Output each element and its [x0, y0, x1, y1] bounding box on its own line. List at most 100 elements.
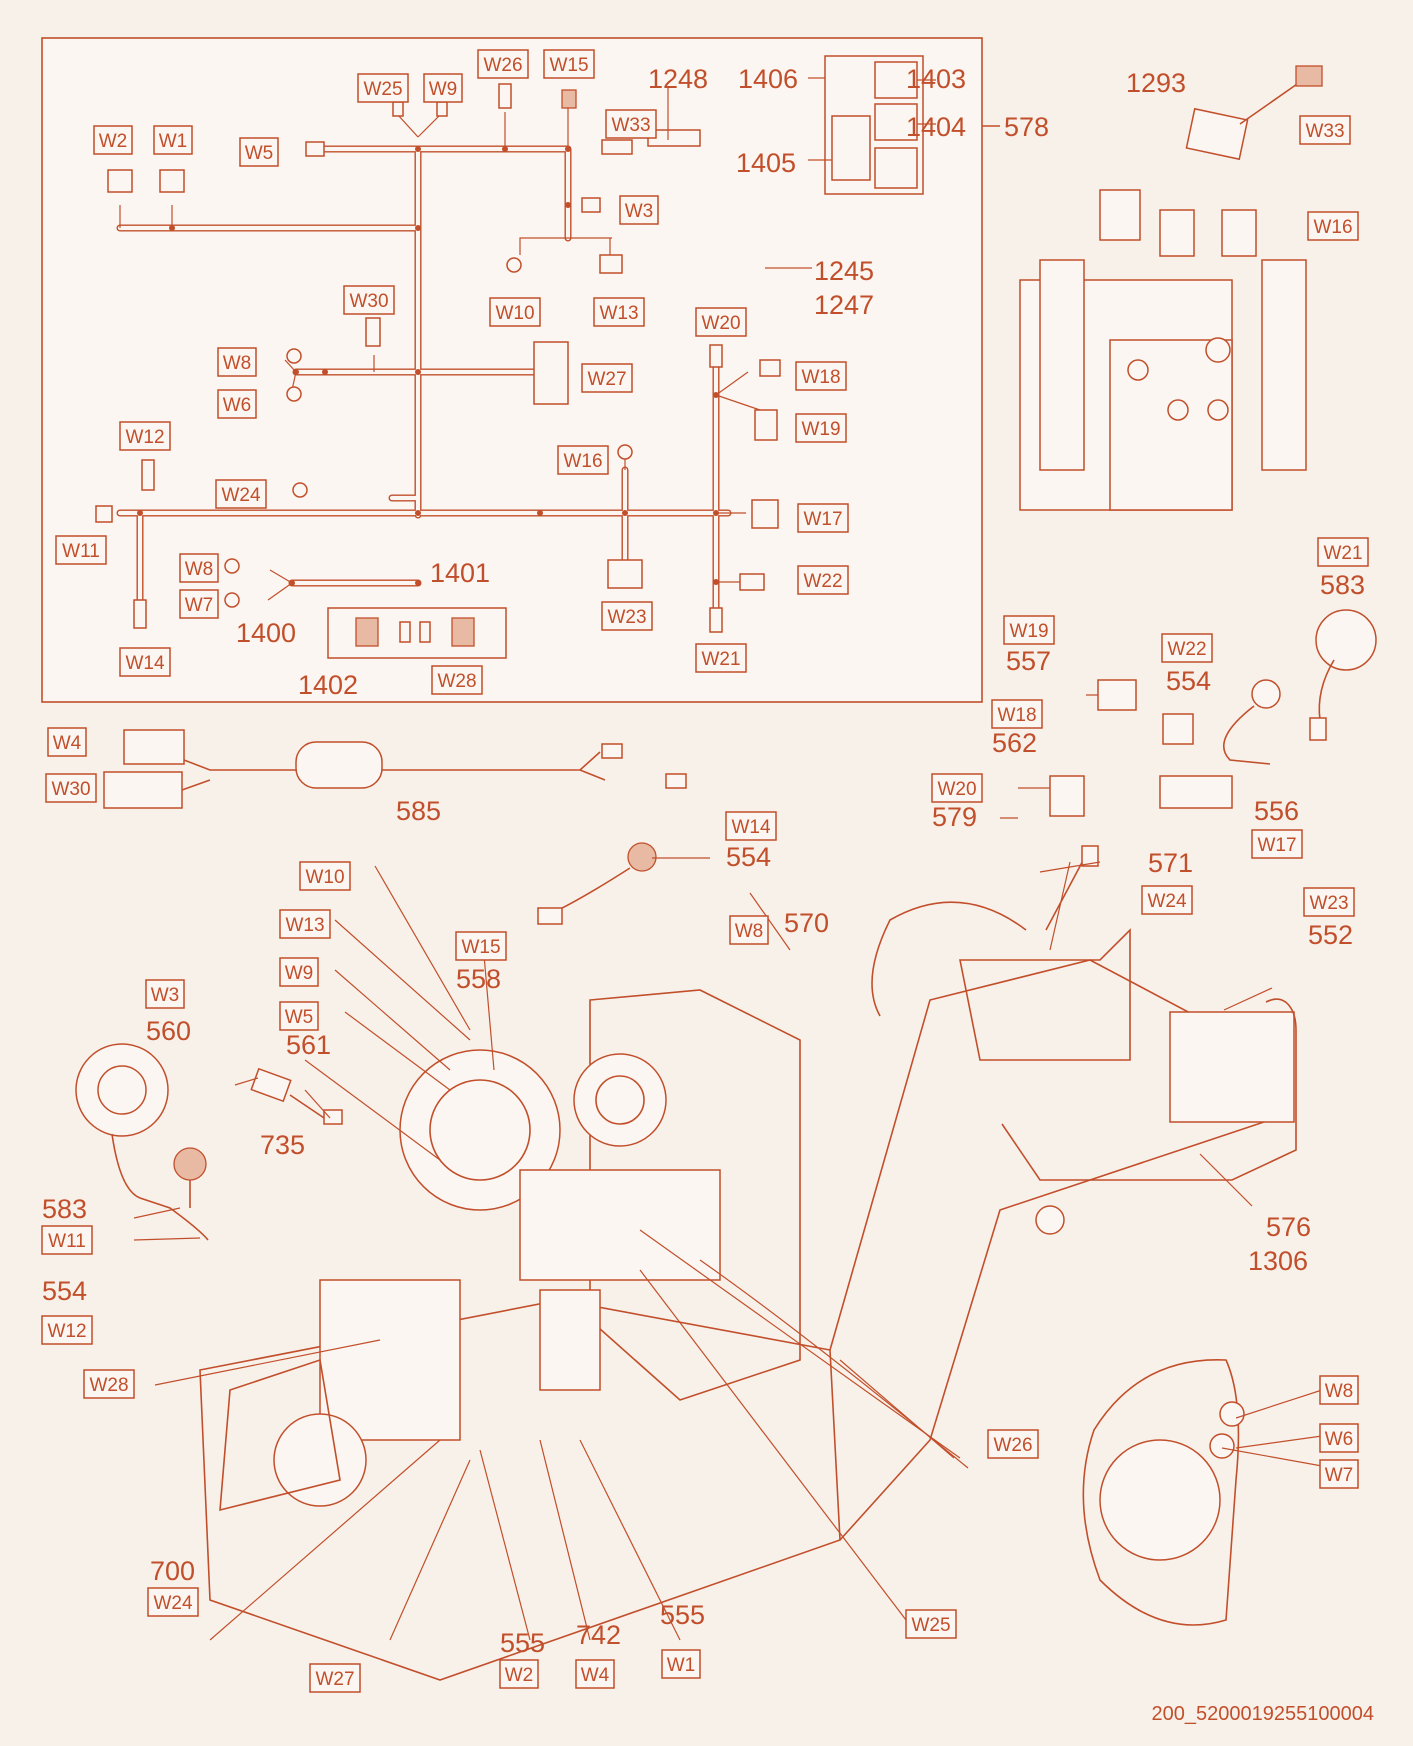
wire-tag-label: W13 [599, 303, 638, 324]
part-number-583: 583 [42, 1194, 87, 1224]
machine-assembly [199, 901, 1297, 1681]
wire-tag-w2: W2 [93, 125, 133, 155]
wire-tag-label: W3 [625, 201, 654, 222]
wire-tag-label: W27 [315, 1669, 354, 1690]
wire-tag-label: W7 [1325, 1465, 1354, 1486]
wire-tag-label: W12 [125, 427, 164, 448]
wire-tag-w2: W2 [499, 1659, 539, 1689]
wire-tag-w11: W11 [55, 535, 107, 565]
wire-tag-w30: W30 [45, 773, 97, 803]
wire-tag-label: W10 [495, 303, 534, 324]
wire-tag-label: W18 [801, 367, 840, 388]
wire-tag-w8: W8 [729, 915, 769, 945]
wire-tag-w30: W30 [343, 285, 395, 315]
wire-tag-label: W28 [437, 671, 476, 692]
wire-tag-w33: W33 [605, 109, 657, 139]
part-number-558: 558 [456, 964, 501, 994]
wire-tag-label: W2 [505, 1665, 534, 1686]
part-number-1406: 1406 [738, 64, 798, 94]
wire-tag-w26: W26 [987, 1429, 1039, 1459]
wire-tag-label: W19 [1009, 621, 1048, 642]
wire-tag-label: W22 [1167, 639, 1206, 660]
wire-tag-w12: W12 [41, 1315, 93, 1345]
wire-tag-w16: W16 [1307, 211, 1359, 241]
part-number-555: 555 [660, 1600, 705, 1630]
wire-tag-label: W8 [1325, 1381, 1354, 1402]
wire-tag-w5: W5 [279, 1001, 319, 1031]
wire-tag-w21: W21 [1317, 537, 1369, 567]
wire-tag-label: W2 [99, 131, 128, 152]
wire-tag-w20: W20 [931, 773, 983, 803]
wire-tag-w24: W24 [147, 1587, 199, 1617]
wire-tag-label: W21 [701, 649, 740, 670]
wire-tag-w23: W23 [1303, 887, 1355, 917]
part-number-735: 735 [260, 1130, 305, 1160]
wire-tag-label: W10 [305, 867, 344, 888]
harness-connectors [95, 83, 781, 659]
part-number-562: 562 [992, 728, 1037, 758]
wire-tag-label: W15 [461, 937, 500, 958]
wire-tag-w11: W11 [41, 1225, 93, 1255]
wire-tag-label: W24 [221, 485, 261, 506]
wire-tag-label: W20 [701, 313, 740, 334]
wire-tag-w15: W15 [455, 931, 507, 961]
wire-tag-label: W28 [89, 1375, 128, 1396]
wire-tag-label: W9 [285, 963, 314, 984]
wire-tag-w5: W5 [239, 137, 279, 167]
wire-tag-w22: W22 [1161, 633, 1213, 663]
wire-tag-label: W16 [563, 451, 602, 472]
wire-tag-label: W14 [125, 653, 165, 674]
wire-tag-label: W5 [285, 1007, 314, 1028]
part-number-1402: 1402 [298, 670, 358, 700]
wire-tag-label: W3 [151, 985, 180, 1006]
part-number-556: 556 [1254, 796, 1299, 826]
wire-tag-label: W21 [1323, 543, 1362, 564]
wire-tag-label: W25 [363, 79, 402, 100]
part-number-700: 700 [150, 1556, 195, 1586]
part-1293-connector [1185, 65, 1323, 161]
wire-tag-w14: W14 [725, 811, 777, 841]
wire-tag-label: W18 [997, 705, 1036, 726]
wire-tag-w13: W13 [593, 297, 645, 327]
wire-tag-w33: W33 [1299, 115, 1351, 145]
part-number-1306: 1306 [1248, 1246, 1308, 1276]
part-number-1404: 1404 [906, 112, 966, 142]
wire-tag-w20: W20 [695, 307, 747, 337]
part-number-555: 555 [500, 1628, 545, 1658]
wire-tag-w9: W9 [279, 957, 319, 987]
part-number-1405: 1405 [736, 148, 796, 178]
part-number-554: 554 [42, 1276, 87, 1306]
wire-tag-label: W13 [285, 915, 324, 936]
wire-tag-w24: W24 [1141, 885, 1193, 915]
wire-tag-label: W30 [51, 779, 90, 800]
wire-tag-w1: W1 [153, 125, 193, 155]
wire-tag-label: W24 [1147, 891, 1187, 912]
wire-tag-label: W17 [803, 509, 842, 530]
wire-tag-w4: W4 [575, 1659, 615, 1689]
wire-tag-label: W5 [245, 143, 274, 164]
wire-tag-w13: W13 [279, 909, 331, 939]
part-number-557: 557 [1006, 646, 1051, 676]
wire-tag-label: W12 [47, 1321, 86, 1342]
wire-tag-w7: W7 [179, 589, 219, 619]
wire-tag-w27: W27 [581, 363, 633, 393]
wire-tag-w14: W14 [119, 647, 171, 677]
wire-tag-label: W19 [801, 419, 840, 440]
wire-tag-w8: W8 [217, 347, 257, 377]
wire-tag-label: W23 [1309, 893, 1348, 914]
wire-tag-w19: W19 [1003, 615, 1055, 645]
loose-sensors [537, 609, 1377, 931]
wire-tag-w10: W10 [299, 861, 351, 891]
wire-tag-w12: W12 [119, 421, 171, 451]
wire-tag-label: W8 [735, 921, 764, 942]
wire-tag-w23: W23 [601, 601, 653, 631]
main-harness [116, 108, 761, 614]
part-number-579: 579 [932, 802, 977, 832]
wire-tag-label: W8 [223, 353, 252, 374]
wire-tag-w3: W3 [619, 195, 659, 225]
wire-tag-label: W4 [581, 1665, 610, 1686]
wire-tag-label: W14 [731, 817, 771, 838]
part-number-554: 554 [726, 842, 771, 872]
